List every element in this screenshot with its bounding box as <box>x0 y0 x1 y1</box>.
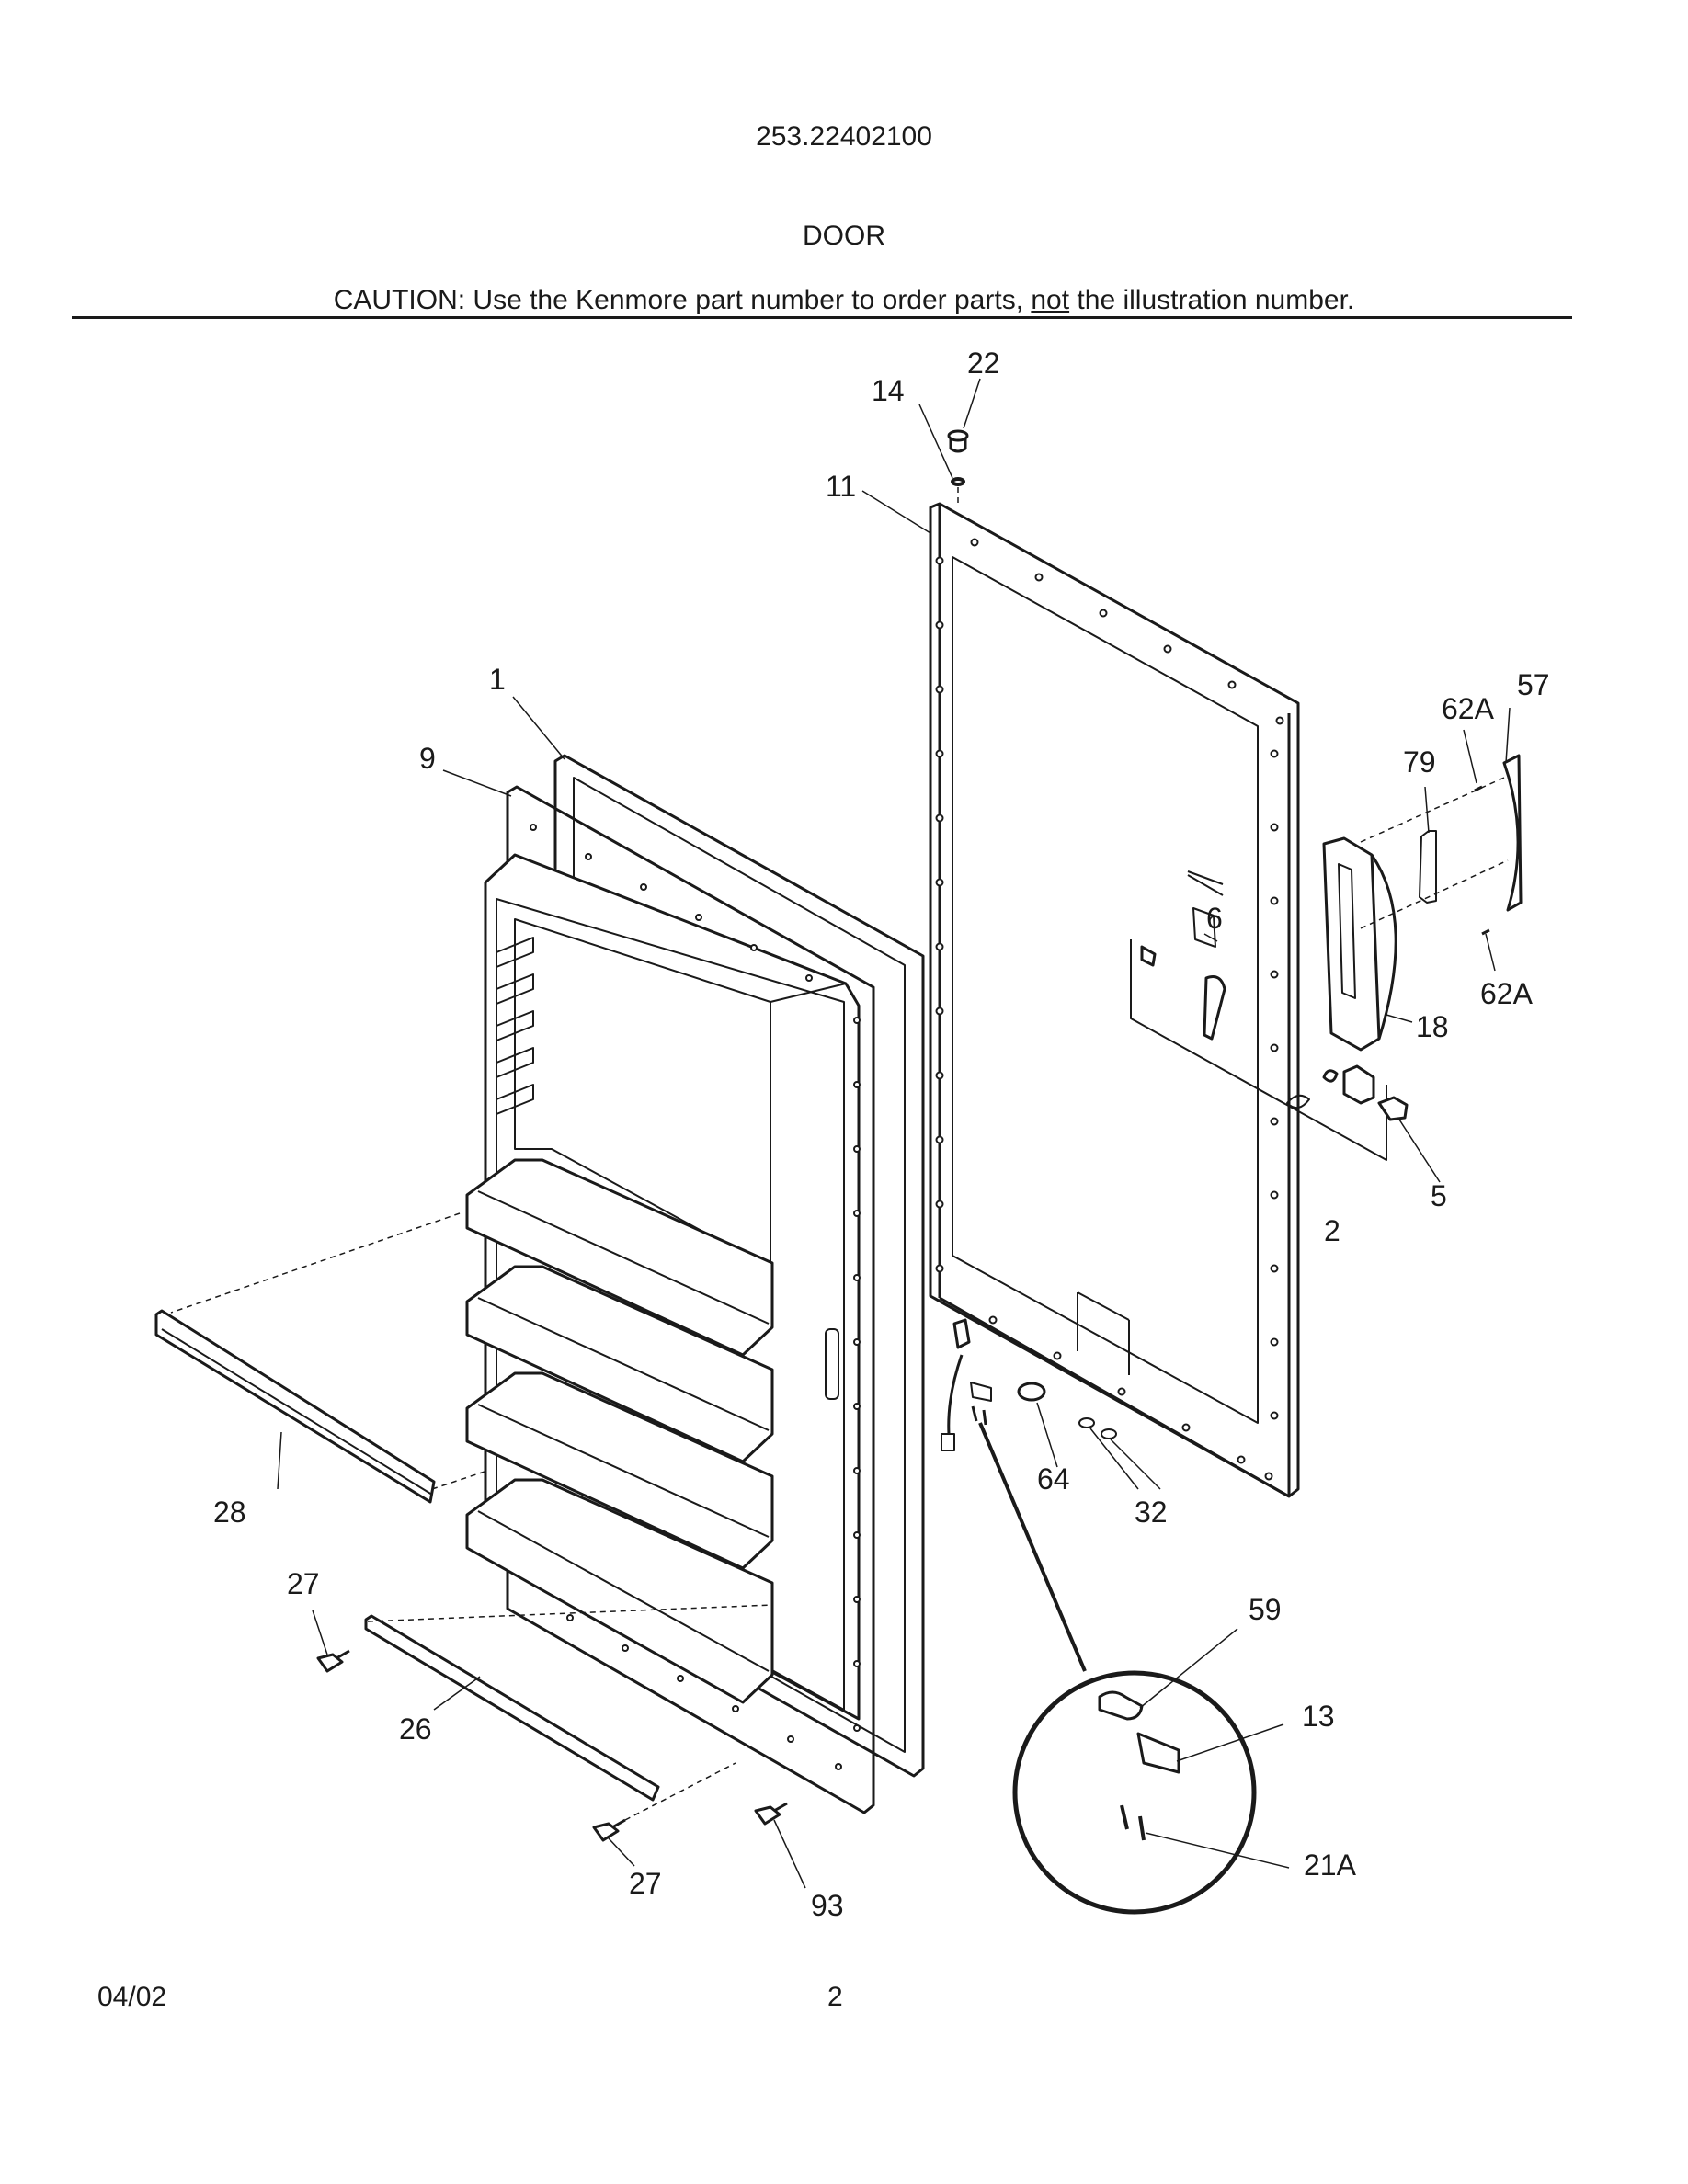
callout-label: 21A <box>1304 1848 1357 1882</box>
callout-label: 13 <box>1302 1700 1335 1733</box>
callout-leader-lines <box>277 378 1511 1889</box>
lock-assembly <box>1130 870 1409 1161</box>
callout-label: 62A <box>1442 692 1495 725</box>
caution-suffix: the illustration number. <box>1069 285 1355 315</box>
callout-label: 9 <box>419 742 436 775</box>
callout-label: 27 <box>629 1867 662 1900</box>
callout-label: 27 <box>287 1567 320 1600</box>
revision-date: 04/02 <box>97 1982 167 2012</box>
callout-label: 11 <box>826 470 856 503</box>
hinge-detail-circle <box>1012 1670 1257 1915</box>
callout-label: 2 <box>1324 1214 1340 1247</box>
caution-emphasis: not <box>1031 285 1070 315</box>
callout-label: 1 <box>489 663 506 696</box>
callout-labels: 22 14 11 1 9 62A 57 79 6 62A 18 5 2 28 6… <box>213 347 1550 1922</box>
callout-label: 18 <box>1416 1010 1449 1043</box>
callout-label: 59 <box>1249 1593 1282 1626</box>
callout-label: 22 <box>967 347 1000 380</box>
door-shelves <box>465 1158 774 1704</box>
door-handle-assembly <box>1322 754 1523 1052</box>
callout-label: 26 <box>399 1712 432 1746</box>
callout-label: 93 <box>811 1889 844 1922</box>
callout-label: 79 <box>1403 745 1436 779</box>
outer-door-panel <box>929 502 1300 1498</box>
caution-prefix: CAUTION: Use the Kenmore part number to … <box>333 285 1032 315</box>
model-number: 253.22402100 <box>756 121 932 152</box>
callout-label: 62A <box>1480 977 1534 1010</box>
top-plug-part <box>947 429 969 507</box>
page-number: 2 <box>827 1982 843 2012</box>
callout-label: 28 <box>213 1496 246 1529</box>
caution-note: CAUTION: Use the Kenmore part number to … <box>0 285 1688 316</box>
callout-label: 64 <box>1037 1462 1070 1496</box>
callout-label: 5 <box>1431 1179 1447 1212</box>
callout-label: 57 <box>1517 668 1550 701</box>
header-rule <box>72 316 1572 319</box>
callout-label: 14 <box>872 374 905 407</box>
callout-label: 32 <box>1135 1496 1168 1529</box>
bottom-trim-strip <box>364 1604 773 1802</box>
section-title: DOOR <box>803 221 885 251</box>
callout-label: 6 <box>1206 902 1223 935</box>
mounting-screws <box>316 1649 788 1842</box>
bottom-rail <box>154 1212 488 1504</box>
bottom-hinge-parts <box>941 1318 1117 1672</box>
